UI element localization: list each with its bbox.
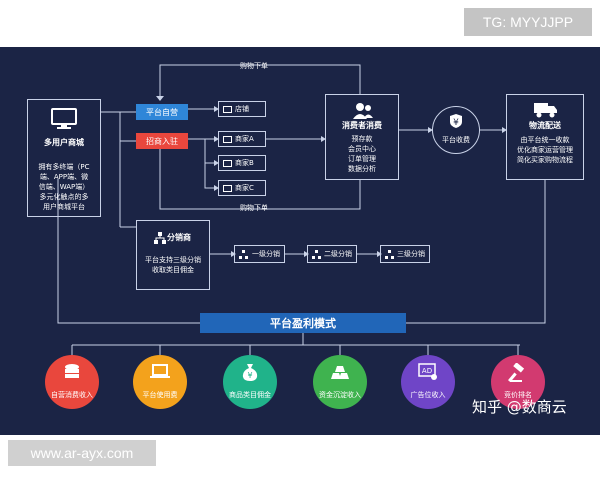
revenue-label-fund: 资金沉淀收入 [319,391,361,399]
distributor-box: 分销商 平台支持三级分销 收取类目佣金 [136,220,210,290]
monitor-icon [51,108,77,129]
logistics-line-2: 优化商家运营管理 [517,146,573,154]
revenue-label-commission: 商品类目佣金 [229,391,271,399]
watermark-bottom: www.ar-ayx.com [8,440,156,466]
revenue-circle-self: 自营消费收入 [45,355,99,409]
watermark-top: TG: MYYJJPP [464,8,592,36]
logistics-title: 物流配送 [529,121,561,130]
revenue-circle-usage: 平台使用费 [133,355,187,409]
merchant-a-box: 商家A [218,131,266,147]
revenue-circle-commission: ¥ 商品类目佣金 [223,355,277,409]
shop-icon [223,185,232,192]
shop-icon [223,160,232,167]
merchant-a-label: 商家A [235,135,254,143]
merchant-c-label: 商家C [235,184,254,192]
consumer-box: 消费者消费 预存款 会员中心 订单管理 数据分析 [325,94,399,180]
laptop-icon [150,364,170,378]
org-icon [239,250,248,259]
revenue-label-usage: 平台使用费 [142,391,178,399]
purchase-order-bottom: 购物下单 [240,204,268,212]
yen-shield-icon: ¥ [450,114,462,128]
org-icon [154,232,166,244]
merchant-b-box: 商家B [218,155,266,171]
level-2-box: 二级分销 [307,245,357,263]
level-3-label: 三级分销 [397,250,425,258]
mall-desc-5: 用户商城平台 [43,203,85,211]
revenue-circle-fund: 资金沉淀收入 [313,355,367,409]
revenue-label-self: 自营消费收入 [51,391,93,399]
merchant-c-box: 商家C [218,180,266,196]
store-box: 店铺 [218,101,266,117]
zhihu-watermark: 知乎 @数商云 [472,398,567,416]
logistics-line-3: 简化买家购物流程 [517,156,573,164]
database-icon [65,364,79,378]
mall-title: 多用户商城 [44,138,84,147]
revenue-circle-bidding: 竞价排名 [491,355,545,409]
purchase-order-top: 购物下单 [240,62,268,70]
org-icon [385,250,394,259]
logistics-box: 物流配送 由平台统一收款 优化商家运营管理 简化买家购物流程 [506,94,584,180]
profit-model-banner: 平台盈利模式 [200,313,406,333]
revenue-label-ad: 广告位收入 [410,391,446,399]
ad-icon: AD [418,363,437,380]
level-3-box: 三级分销 [380,245,430,263]
platform-fee-circle: ¥ 平台收费 [432,106,480,154]
mall-desc-1: 拥有多终端（PC [38,163,90,171]
moneybag-icon: ¥ [242,364,258,381]
merchant-join-tag: 招商入驻 [136,133,188,149]
gold-bars-icon [331,366,349,379]
connector-lines [57,64,546,355]
level-1-label: 一级分销 [252,250,280,258]
mall-desc-4: 多元化触点的多 [39,193,89,201]
svg-text:AD: AD [422,367,432,375]
distributor-line-1: 平台支持三级分销 [145,256,201,264]
distributor-title: 分销商 [167,233,191,242]
platform-fee-label: 平台收费 [442,136,470,144]
svg-text:¥: ¥ [453,118,459,128]
revenue-label-bidding: 竞价排名 [504,391,532,399]
logistics-line-1: 由平台统一收款 [520,136,570,144]
shop-icon [223,136,232,143]
gavel-icon [508,363,525,383]
mall-desc-2: 端、APP端、微 [39,173,89,181]
platform-self-tag: 平台自营 [136,104,188,120]
consumer-line-3: 订单管理 [348,155,376,163]
truck-icon [534,103,557,118]
distributor-line-2: 收取类目佣金 [152,266,194,274]
store-icon [223,106,232,113]
consumer-title: 消费者消费 [342,121,382,130]
org-icon [312,250,321,259]
consumer-line-4: 数据分析 [348,165,376,173]
store-label: 店铺 [235,105,249,113]
merchant-b-label: 商家B [235,159,254,167]
svg-text:¥: ¥ [247,371,252,380]
mall-desc-3: 信端、WAP端） [38,183,90,191]
multi-user-mall-box: 多用户商城 拥有多终端（PC 端、APP端、微 信端、WAP端） 多元化触点的多… [27,99,101,217]
consumer-line-2: 会员中心 [348,145,376,153]
users-icon [353,103,373,119]
level-1-box: 一级分销 [234,245,285,263]
level-2-label: 二级分销 [324,250,352,258]
revenue-circle-ad: AD 广告位收入 [401,355,455,409]
consumer-line-1: 预存款 [351,135,373,143]
